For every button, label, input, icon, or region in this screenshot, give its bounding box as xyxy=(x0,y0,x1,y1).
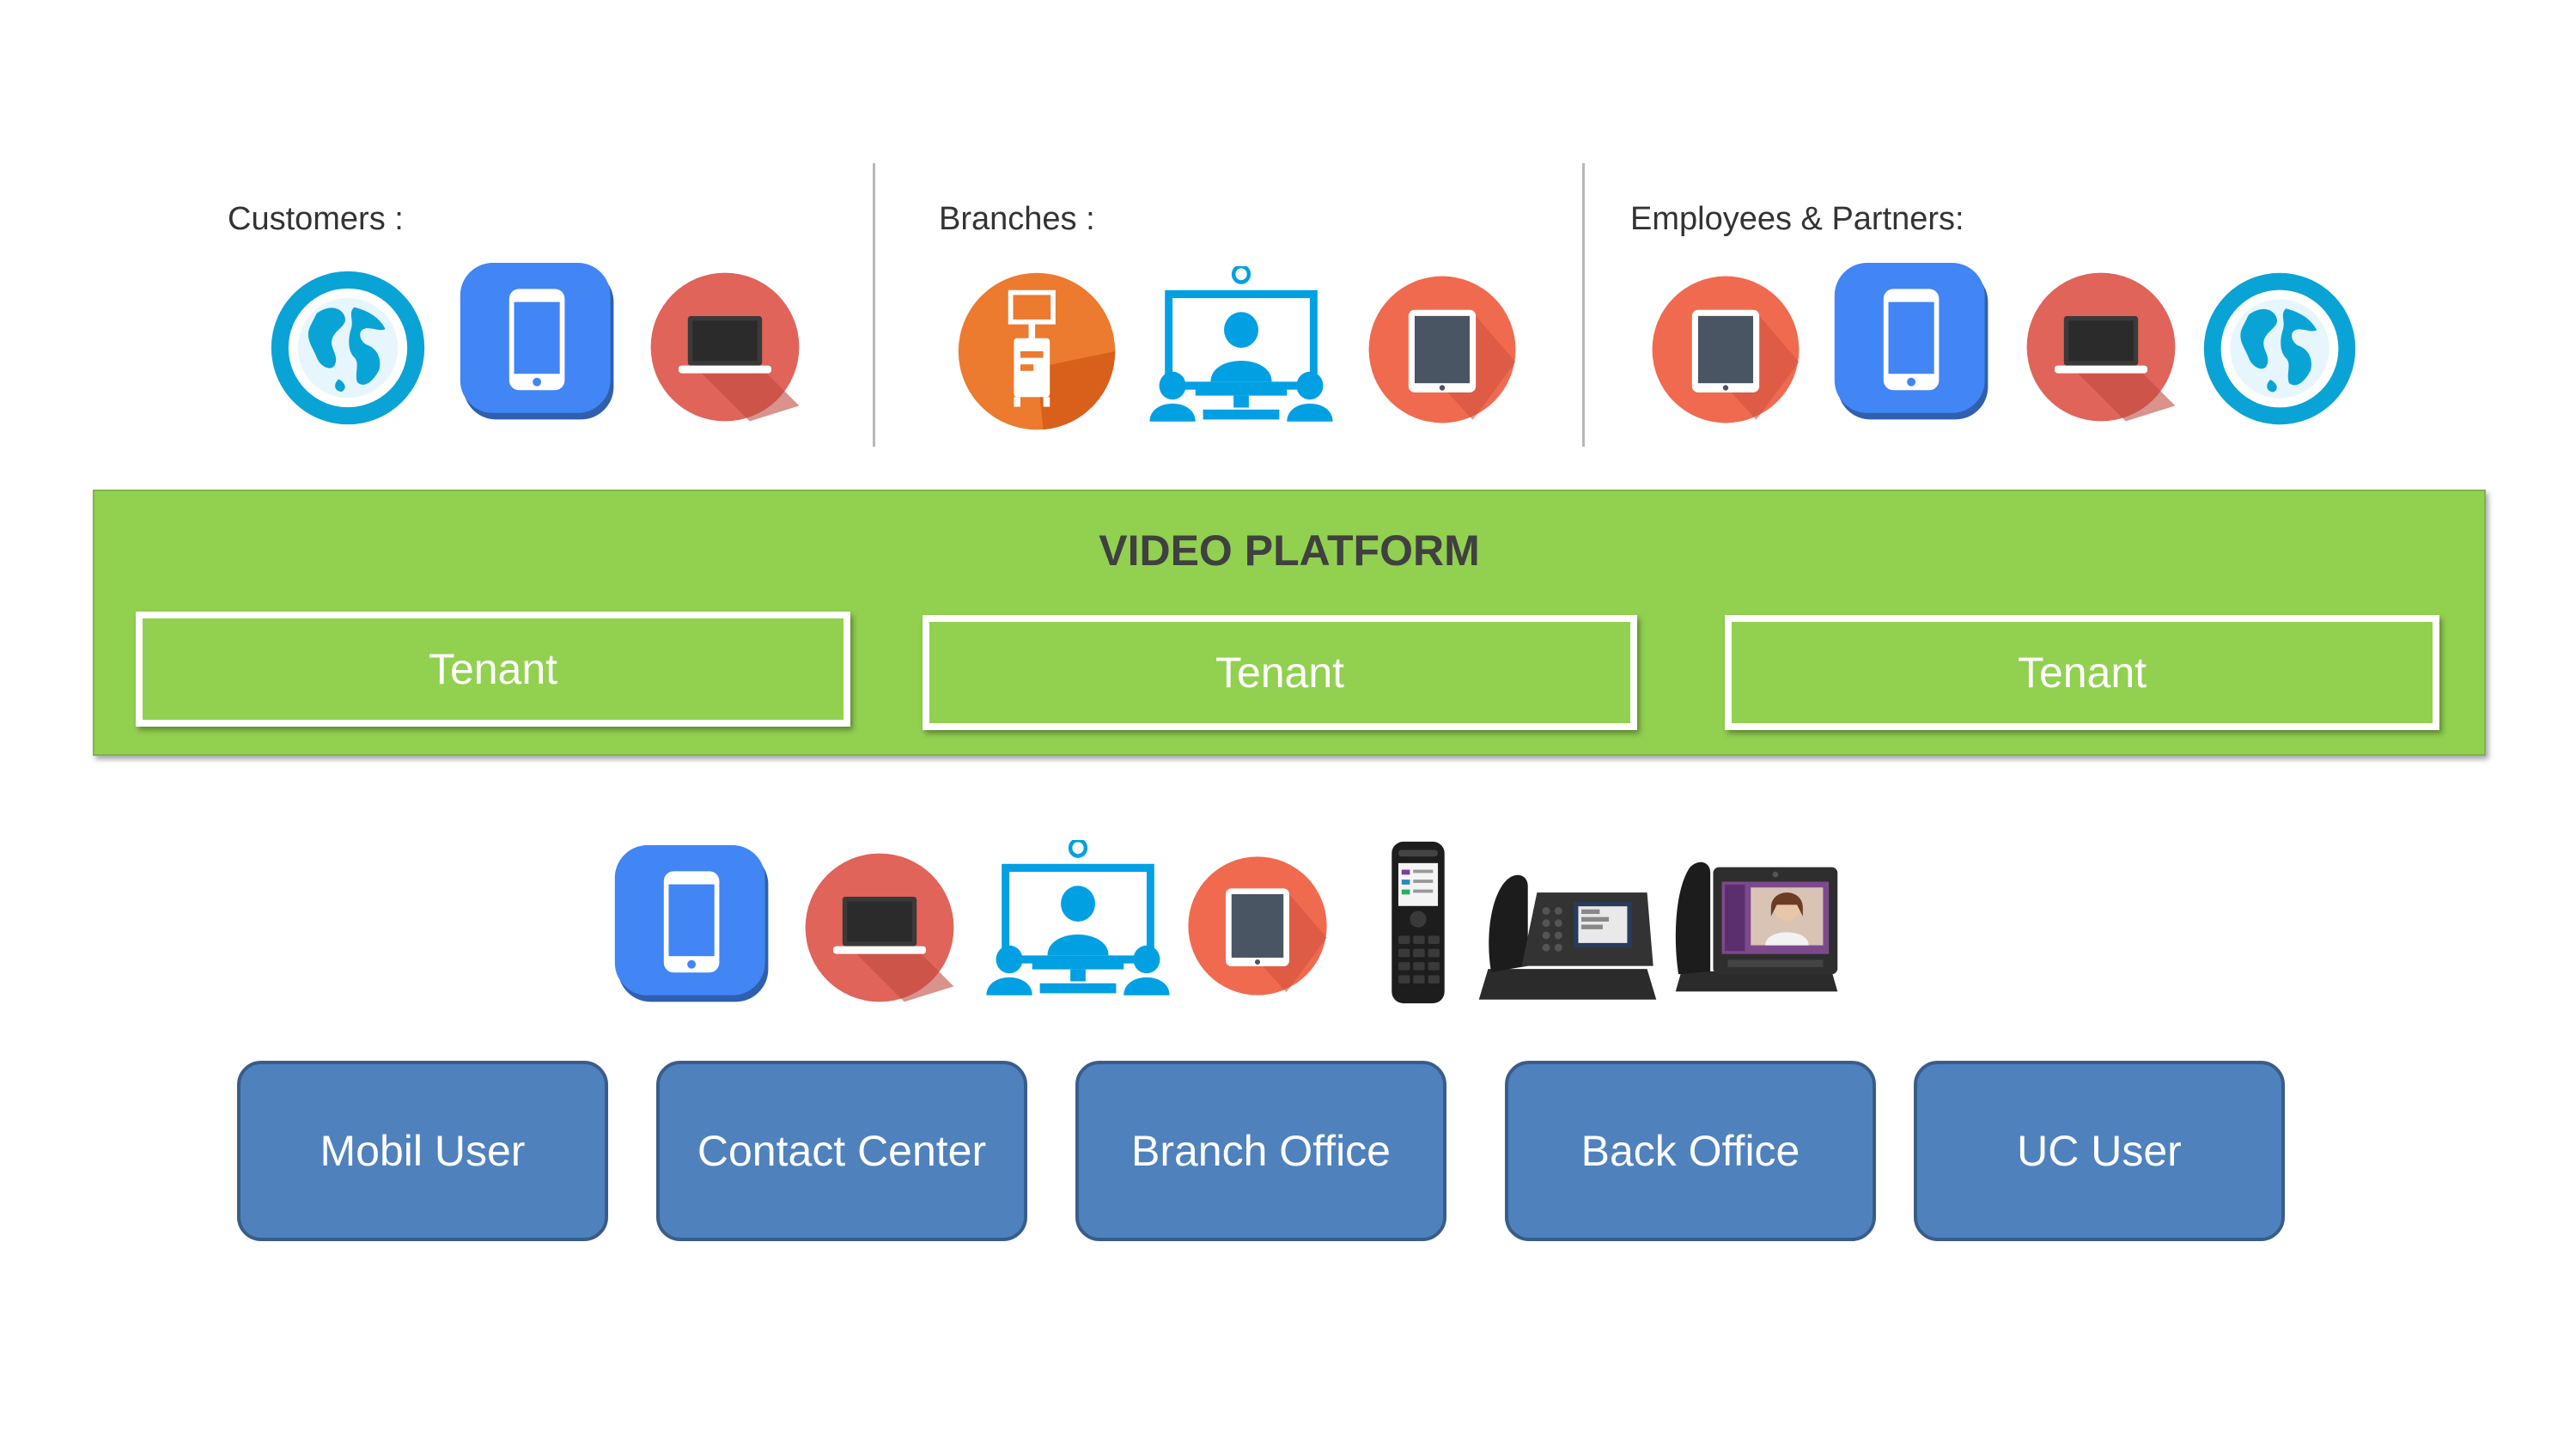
tenant-box: Tenant xyxy=(1725,615,2439,730)
role-branch-office: Branch Office xyxy=(1075,1061,1446,1241)
tenant-box: Tenant xyxy=(923,615,1637,730)
role-contact-center: Contact Center xyxy=(656,1061,1027,1241)
kiosk-icon xyxy=(955,270,1118,433)
group-label-employees-partners: Employees & Partners: xyxy=(1630,201,1964,237)
tablet-icon xyxy=(1185,854,1330,998)
role-uc-user: UC User xyxy=(1914,1061,2285,1241)
platform-title: VIDEO PLATFORM xyxy=(1099,527,1480,575)
desk-phone-icon xyxy=(1476,859,1659,1012)
tablet-icon xyxy=(1649,273,1802,426)
group-divider xyxy=(873,163,875,447)
globe-icon xyxy=(270,270,426,426)
tenant-box: Tenant xyxy=(136,612,850,727)
smartphone-icon xyxy=(1831,263,1994,426)
group-label-customers: Customers : xyxy=(228,201,404,237)
group-divider xyxy=(1582,163,1585,447)
tablet-icon xyxy=(1366,273,1519,426)
video-desk-phone-icon xyxy=(1670,852,1843,998)
laptop-icon xyxy=(802,850,957,1005)
globe-icon xyxy=(2202,271,2357,426)
conference-room-icon xyxy=(983,840,1173,1003)
laptop-icon xyxy=(2024,270,2178,424)
group-label-branches: Branches : xyxy=(939,201,1095,237)
laptop-icon xyxy=(648,270,802,424)
role-mobil-user: Mobil User xyxy=(237,1061,608,1241)
video-platform: VIDEO PLATFORM Tenant Tenant Tenant xyxy=(93,490,2486,756)
smartphone-icon xyxy=(457,263,620,426)
conference-room-icon xyxy=(1146,266,1337,429)
smartphone-icon xyxy=(612,845,775,1008)
role-back-office: Back Office xyxy=(1505,1061,1876,1241)
dect-handset-icon xyxy=(1383,840,1453,1005)
